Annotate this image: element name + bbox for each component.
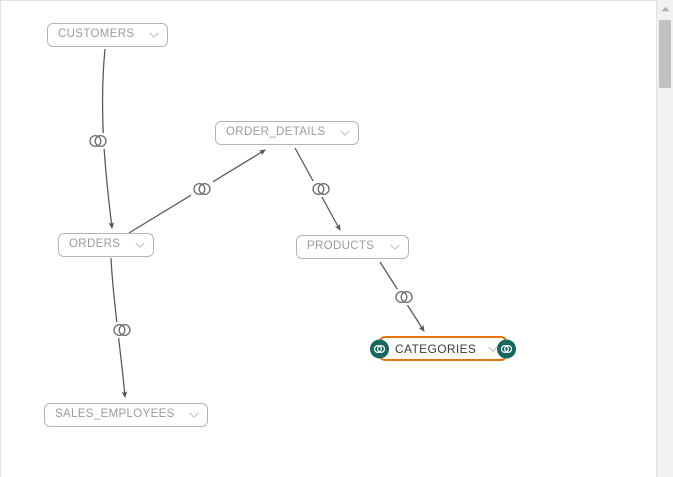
relationship-icon[interactable] [310, 181, 332, 197]
table-node-label: CUSTOMERS [58, 28, 135, 41]
relationship-icon[interactable] [393, 289, 415, 305]
table-node-categories[interactable]: CATEGORIES [370, 336, 516, 361]
table-node-sales_employees[interactable]: SALES_EMPLOYEES [44, 403, 208, 427]
scroll-up-arrow-icon[interactable] [657, 0, 673, 17]
table-node-orders[interactable]: ORDERS [58, 233, 154, 257]
node-caret-wrap[interactable] [328, 126, 352, 140]
table-node-order_details[interactable]: ORDER_DETAILS [215, 121, 359, 145]
vertical-scrollbar[interactable] [656, 0, 673, 477]
chevron-down-icon[interactable] [338, 126, 352, 140]
table-node-label: ORDER_DETAILS [226, 126, 326, 139]
node-caret-wrap[interactable] [476, 342, 500, 356]
relationship-icon[interactable] [87, 133, 109, 149]
table-node-label: PRODUCTS [307, 240, 375, 253]
node-caret-wrap[interactable] [137, 28, 161, 42]
table-node-label: ORDERS [69, 238, 121, 251]
table-node-products[interactable]: PRODUCTS [296, 235, 409, 259]
relationship-icon[interactable] [191, 181, 213, 197]
chevron-down-icon[interactable] [147, 28, 161, 42]
chevron-down-icon[interactable] [133, 238, 147, 252]
link-handle-icon-left[interactable] [370, 339, 389, 358]
link-handle-icon-right[interactable] [497, 339, 516, 358]
table-node-customers[interactable]: CUSTOMERS [47, 23, 168, 47]
scrollbar-thumb[interactable] [659, 20, 671, 88]
node-caret-wrap[interactable] [177, 408, 201, 422]
chevron-down-icon[interactable] [388, 240, 402, 254]
relationship-icon[interactable] [111, 322, 133, 338]
chevron-down-icon[interactable] [187, 408, 201, 422]
node-caret-wrap[interactable] [123, 238, 147, 252]
table-node-label: CATEGORIES [395, 341, 477, 356]
node-caret-wrap[interactable] [378, 240, 402, 254]
table-node-label: SALES_EMPLOYEES [55, 408, 175, 421]
diagram-canvas[interactable]: CUSTOMERS ORDER_DETAILS ORDERS PRODUCTS CATE… [0, 0, 656, 477]
chevron-down-icon[interactable] [486, 342, 500, 356]
